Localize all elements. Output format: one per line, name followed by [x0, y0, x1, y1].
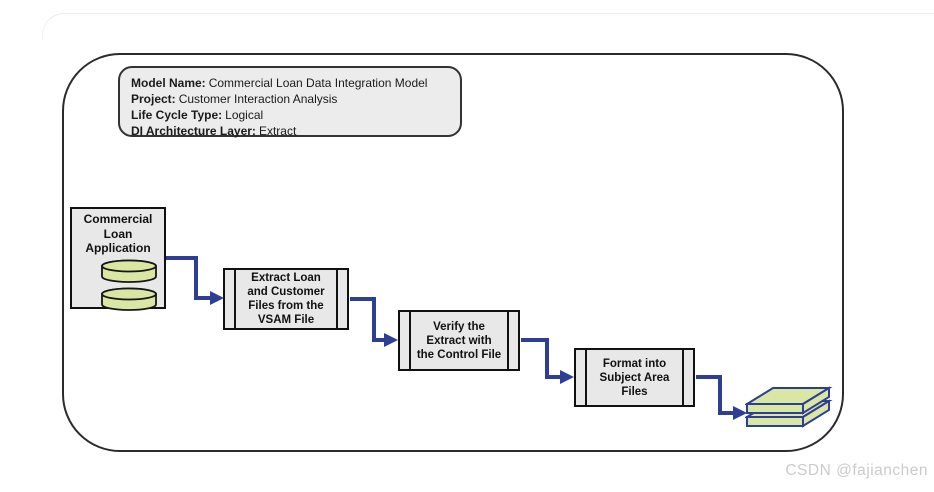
life-cycle-type-label: Life Cycle Type: — [131, 108, 223, 122]
project-value: Customer Interaction Analysis — [178, 92, 338, 106]
model-name-label: Model Name: — [131, 76, 206, 90]
watermark: CSDN @fajianchen — [785, 462, 928, 479]
flow-arrow-1 — [166, 256, 211, 300]
di-architecture-layer-value: Extract — [258, 124, 297, 138]
process-label: Extract Loan and Customer Files from the… — [247, 272, 325, 326]
database-cylinder-icon — [101, 259, 157, 283]
node-extract-loan-and-customer-files: Extract Loan and Customer Files from the… — [223, 268, 349, 330]
page-edge-artifact — [42, 13, 934, 40]
database-cylinder-icon — [101, 287, 157, 311]
process-label: Format into Subject Area Files — [599, 357, 670, 398]
node-verify-extract-with-control-file: Verify the Extract with the Control File — [398, 310, 520, 371]
model-info-line: Model Name:Commercial Loan Data Integrat… — [131, 75, 452, 91]
arrowhead-icon — [560, 370, 574, 384]
arrowhead-icon — [384, 333, 398, 347]
arrowhead-icon — [733, 406, 747, 420]
model-info-line: DI Architecture Layer:Extract — [131, 123, 452, 139]
model-info-line: Life Cycle Type:Logical — [131, 107, 452, 123]
subject-area-files-icon — [745, 386, 833, 428]
database-cylinders — [100, 259, 158, 312]
flow-arrow-4 — [696, 375, 734, 415]
model-name-value: Commercial Loan Data Integration Model — [208, 76, 428, 90]
arrowhead-icon — [210, 291, 224, 305]
model-info-line: Project:Customer Interaction Analysis — [131, 91, 452, 107]
flow-arrow-2 — [350, 297, 385, 342]
flow-arrow-3 — [521, 338, 561, 379]
node-format-into-subject-area-files: Format into Subject Area Files — [574, 348, 695, 407]
life-cycle-type-value: Logical — [225, 108, 264, 122]
project-label: Project: — [131, 92, 176, 106]
source-node-label: Commercial Loan Application — [83, 212, 153, 255]
process-label: Verify the Extract with the Control File — [416, 320, 502, 361]
model-info-box: Model Name:Commercial Loan Data Integrat… — [118, 66, 462, 139]
node-commercial-loan-application: Commercial Loan Application — [70, 207, 166, 312]
di-architecture-layer-label: DI Architecture Layer: — [131, 124, 256, 138]
